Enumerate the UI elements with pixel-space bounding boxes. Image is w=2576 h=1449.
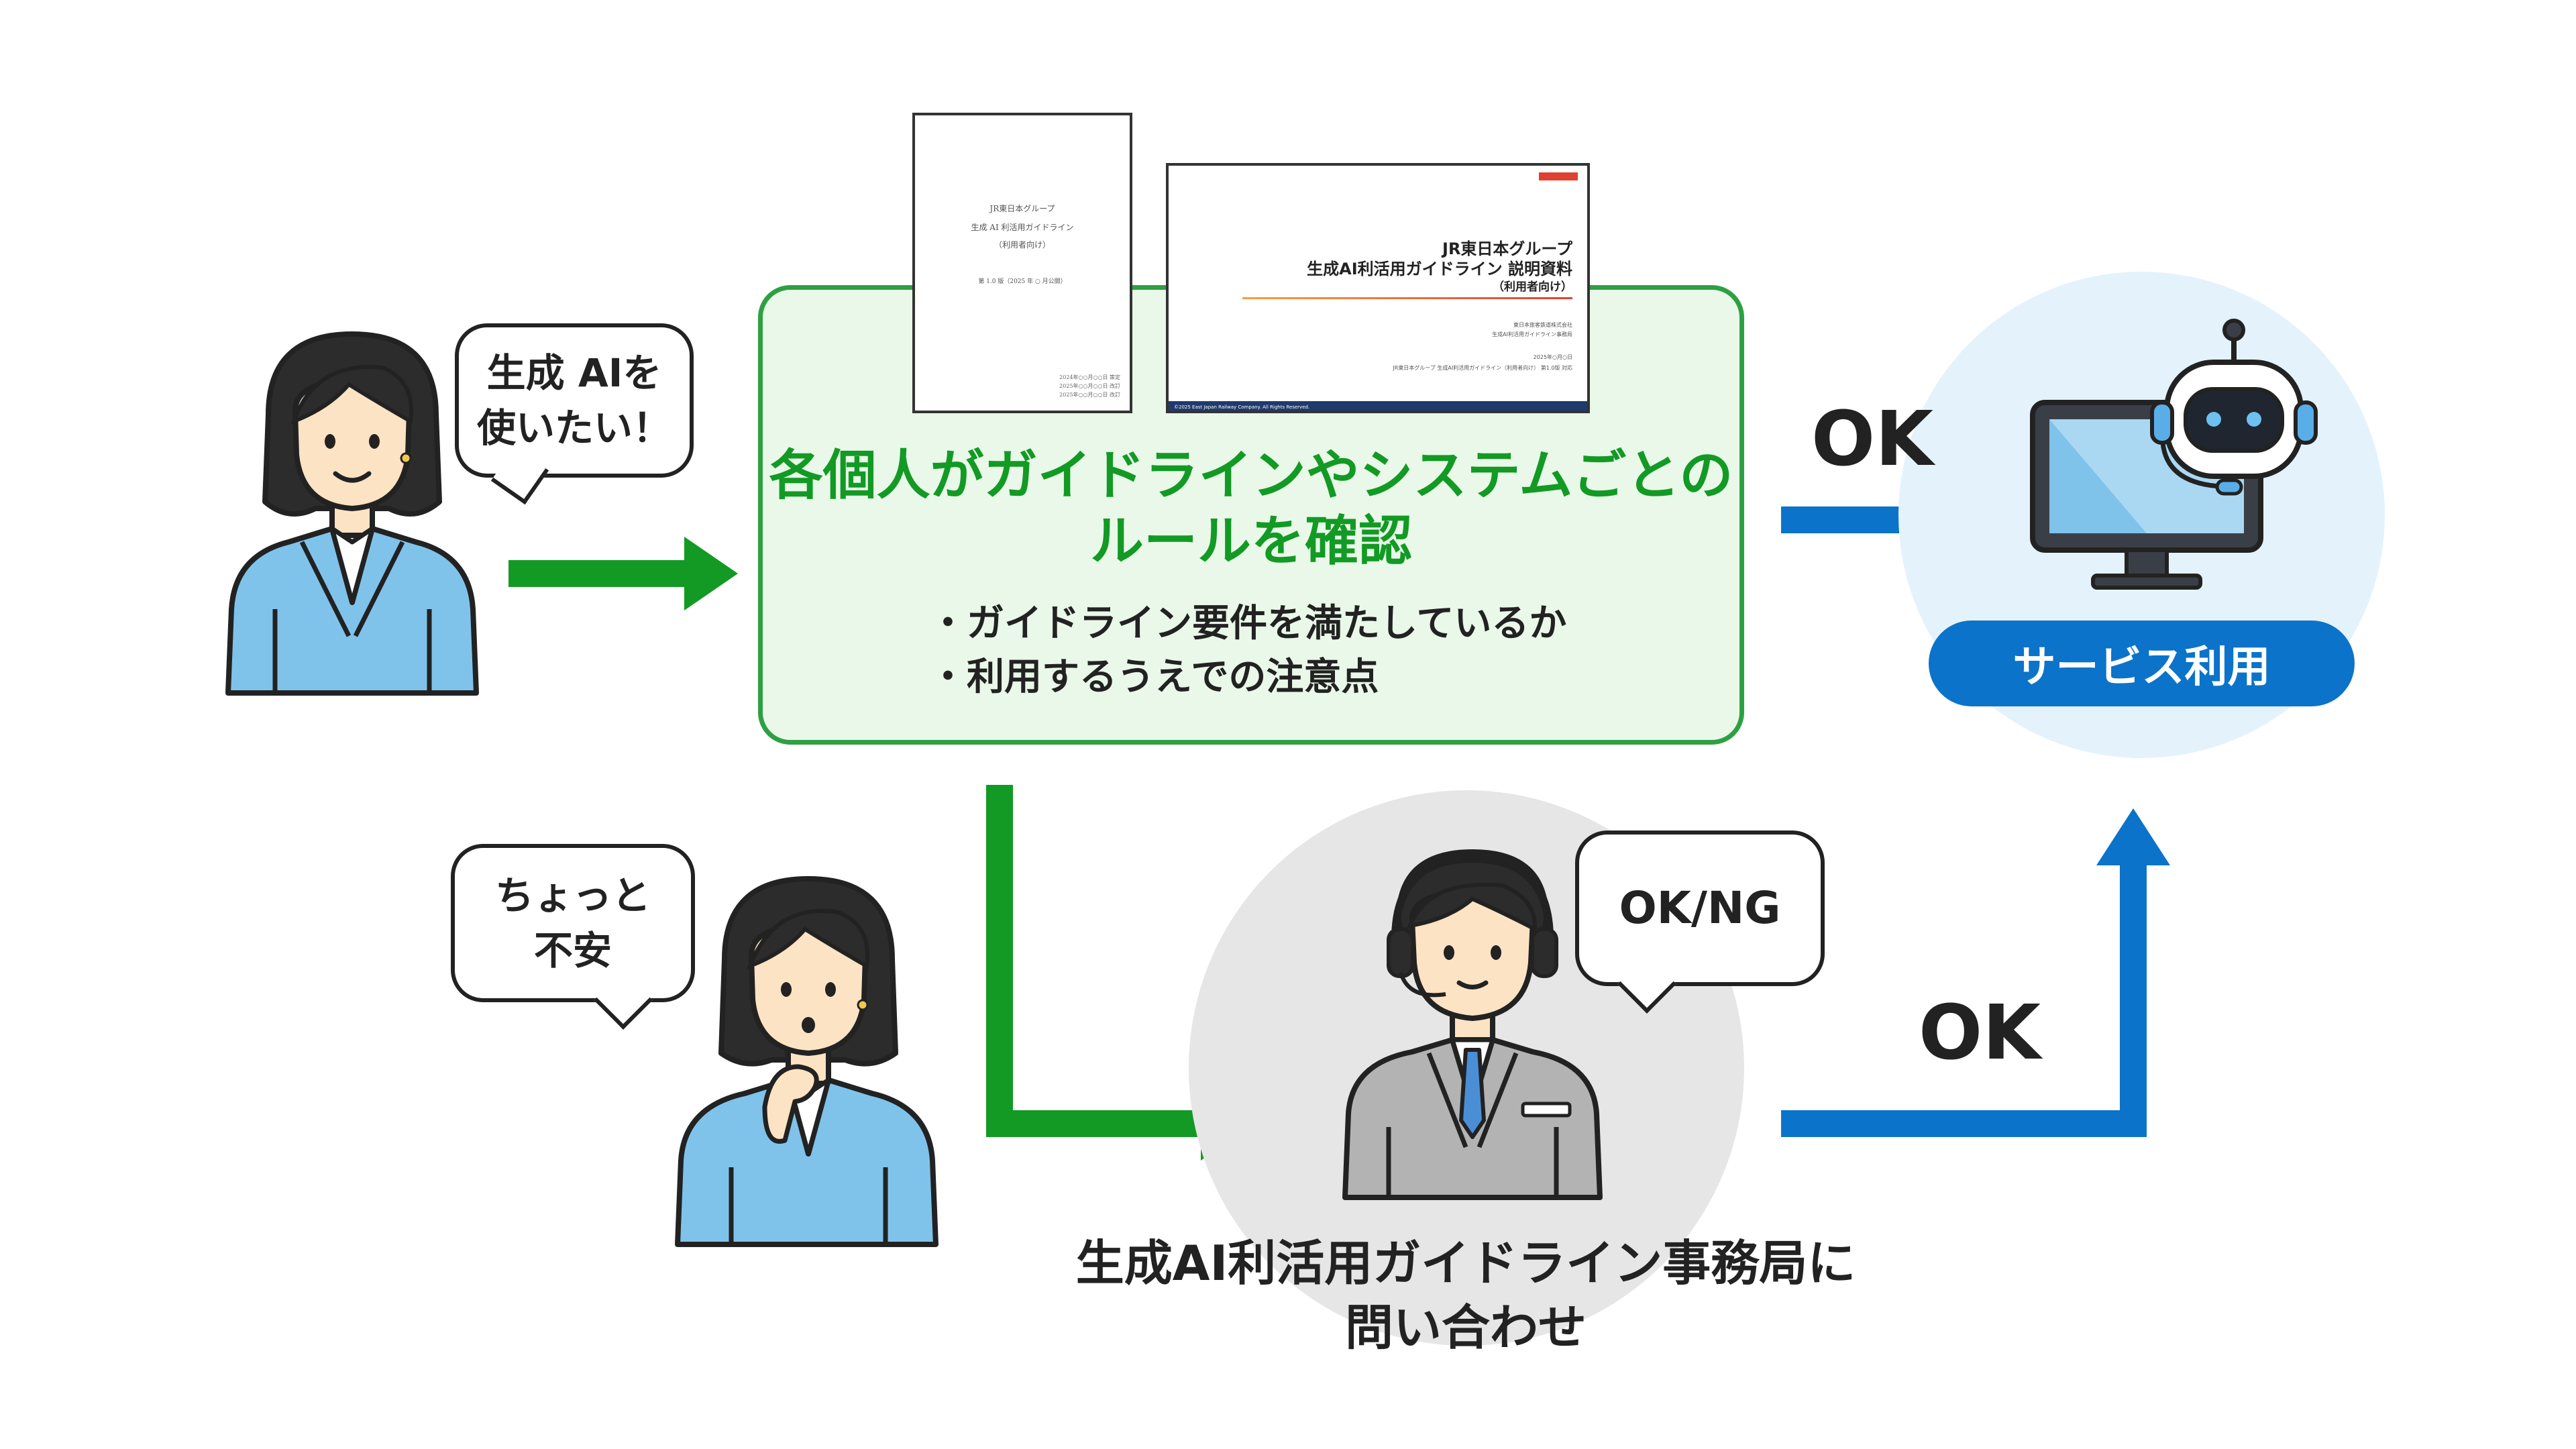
- anxious-user-woman-icon: [675, 876, 938, 1247]
- ok-ng-speech-bubble: OK/NG: [1575, 830, 1825, 1014]
- slide-org-line: 東日本旅客鉄道株式会社: [1513, 322, 1572, 328]
- ok-label-bottom: OK: [1919, 989, 2041, 1077]
- rule-bullet: ・利用するうえでの注意点: [929, 655, 1379, 699]
- doc-line: 生成 AI 利活用ガイドライン: [971, 223, 1074, 232]
- rule-check-title: 各個人がガイドラインやシステムごとの ルールを確認: [758, 443, 1744, 574]
- doc-footer-line: 2025年○○月○○日 改訂: [1059, 383, 1120, 389]
- slide-logo-mark: [1539, 172, 1578, 180]
- bubble-line: 不安: [533, 928, 612, 973]
- doc-line: （利用者向け）: [994, 240, 1051, 250]
- service-use-button[interactable]: サービス利用: [1929, 621, 2355, 706]
- slide-footer-text: ©2025 East Japan Railway Company. All Ri…: [1174, 405, 1310, 410]
- green-arrow-to-rules: [508, 537, 738, 610]
- doc-footer-line: 2025年○○月○○日 改訂: [1059, 392, 1120, 398]
- bubble-line: 使いたい！: [476, 405, 672, 451]
- robot-icon: [2150, 319, 2318, 496]
- doc-line: JR東日本グループ: [989, 204, 1055, 213]
- slide-date: 2025年○月○日: [1533, 354, 1572, 360]
- rule-title-line: 各個人がガイドラインやシステムごとの: [769, 444, 1733, 506]
- slide-subtitle: （利用者向け）: [1493, 280, 1572, 294]
- ok-label-top: OK: [1811, 396, 1933, 483]
- bubble-line: 生成 AIを: [486, 350, 662, 396]
- slide-title-line: JR東日本グループ: [1442, 239, 1572, 258]
- slide-reference: JR東日本グループ 生成AI利活用ガイドライン（利用者向け） 第1.0版 対応: [1393, 365, 1572, 371]
- anxious-speech-bubble: ちょっと 不安: [451, 844, 695, 1030]
- rule-check-bullets: ・ガイドライン要件を満たしているか ・利用するうえでの注意点: [929, 597, 1566, 704]
- doc-footer-line: 2024年○○月○○日 策定: [1059, 374, 1120, 380]
- helpdesk-operator-icon: [1342, 849, 1603, 1200]
- doc-line: 第 1.0 版（2025 年 ○ 月公開）: [978, 278, 1067, 285]
- blue-arrow-helpdesk-to-service: [1781, 808, 2170, 1137]
- slide-accent-line: [1242, 297, 1572, 299]
- want-ai-speech-bubble: 生成 AIを 使いたい！: [455, 323, 694, 505]
- caption-line: 生成AI利活用ガイドライン事務局に: [1075, 1235, 1856, 1291]
- rule-bullet: ・ガイドライン要件を満たしているか: [929, 602, 1567, 645]
- slide-org-line: 生成AI利活用ガイドライン事務局: [1492, 331, 1572, 337]
- guideline-slide-thumbnail: JR東日本グループ 生成AI利活用ガイドライン 説明資料 （利用者向け） 東日本…: [1166, 163, 1590, 413]
- slide-footer-bar: [1169, 401, 1587, 411]
- helpdesk-caption: 生成AI利活用ガイドライン事務局に 問い合わせ: [1006, 1231, 1925, 1360]
- rule-title-line: ルールを確認: [1090, 510, 1412, 572]
- bubble-line: ちょっと: [494, 873, 651, 918]
- user-woman-icon: [225, 331, 479, 696]
- caption-line: 問い合わせ: [1344, 1299, 1587, 1356]
- slide-title-line: 生成AI利活用ガイドライン 説明資料: [1307, 260, 1572, 278]
- bubble-line: OK/NG: [1619, 882, 1781, 934]
- guideline-document-thumbnail: JR東日本グループ 生成 AI 利活用ガイドライン （利用者向け） 第 1.0 …: [912, 113, 1132, 413]
